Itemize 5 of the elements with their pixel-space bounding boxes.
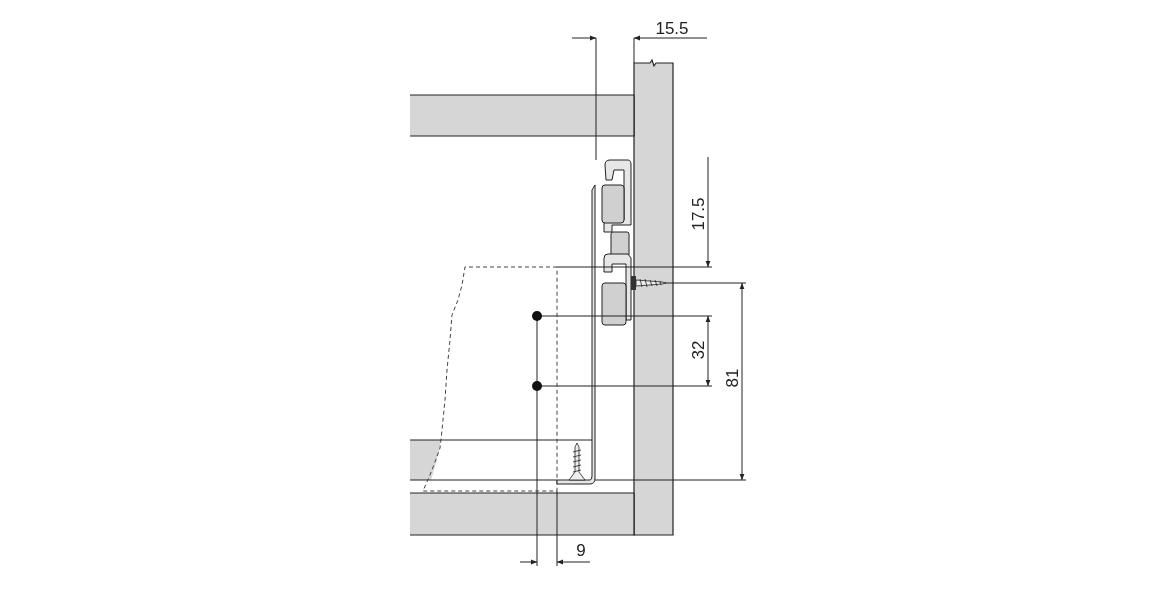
- dimension-value: 15.5: [655, 19, 689, 37]
- dimension-value: 81: [723, 368, 741, 388]
- dimension-value: 9: [576, 541, 586, 559]
- dimension-value: 32: [689, 340, 707, 360]
- dimension-value: 17.5: [689, 197, 707, 231]
